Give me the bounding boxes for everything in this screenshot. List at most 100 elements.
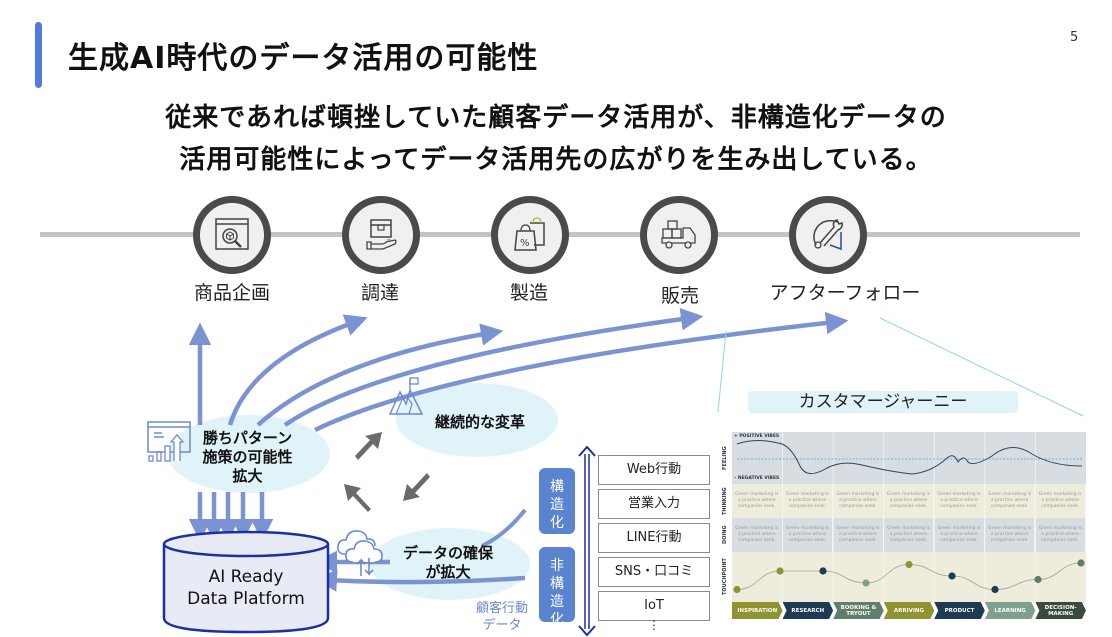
winning-pattern-line-3: 拡大 [232,467,263,485]
subtitle-line-1: 従来であれば頓挫していた顧客データ活用が、非構造化データの [165,103,947,133]
source-sales-input: 営業入力 [598,489,710,519]
unstructured-tag: 非 構 造 化 [539,547,575,628]
product-search-icon [215,218,249,250]
cycle-arrow-down-left [403,473,430,501]
phase-label: LEARNING [984,602,1036,619]
journey-cell: Green marketing is a practice where comp… [833,484,884,518]
arrow-to-platform-2 [314,569,526,592]
phase-label: ARRIVING [883,602,935,619]
customer-journey-map: FEELING THINKING DOING TOUCHPOINT + POSI… [722,432,1086,622]
double-arrow-scale [578,446,596,637]
touchpoint-dot [948,572,956,580]
platform-label: AI Ready Data Platform [156,566,336,610]
arrow-to-after-follow [314,311,849,433]
feeling-row [732,432,1086,484]
cycle-arrow-up-right [355,432,382,460]
data-acquisition-text: データの確保 が拡大 [388,544,508,582]
data-acquisition-line-1: データの確保 [402,544,493,562]
touchpoint-dot [991,585,999,594]
platform-label-line-1: AI Ready [208,567,284,587]
journey-cell: Green marketing is a practice where comp… [934,484,985,518]
delivery-truck-icon [661,220,696,249]
stage-sales [640,196,718,274]
touchpoint-dot [1034,575,1042,584]
mountain-flag-icon [388,377,424,415]
stage-label-after-follow: アフターフォロー [769,282,921,304]
winning-pattern-ellipse [168,415,330,493]
winning-pattern-text: 勝ちパターン 施策の可能性 拡大 [185,429,310,486]
platform-label-line-2: Data Platform [187,589,305,609]
source-iot: IoT [598,591,710,621]
journey-cell: Green marketing is a practice where comp… [884,518,935,552]
touchpoint-dot [733,585,741,594]
arrow-to-procurement [227,314,368,426]
journey-cell: Green marketing is a practice where comp… [884,484,935,518]
caption-line-2: データ [482,618,522,633]
feeling-curve [736,440,1083,475]
journey-cell: Green marketing is a practice where comp… [833,518,884,552]
more-sources-indicator: ⋮ [648,618,660,632]
arrow-to-sales [283,308,704,427]
source-line-behavior: LINE行動 [598,523,710,553]
stage-label-procurement: 調達 [360,282,399,304]
negative-vibes-label: – NEGATIVE VIBES [734,476,780,481]
journey-cell: Green marketing is a practice where comp… [732,518,783,552]
source-web-behavior: Web行動 [598,455,710,485]
cloud-sync-icon [337,530,383,576]
journey-cell: Green marketing is a practice where comp… [934,518,985,552]
journey-cell: Green marketing is a practice where comp… [985,484,1036,518]
structured-data-flow [481,508,527,548]
phase-label: INSPIRATION [732,602,783,619]
positive-vibes-label: + POSITIVE VIBES [734,434,780,439]
touchpoint-row [732,552,1086,602]
winning-pattern-line-1: 勝ちパターン [202,429,293,447]
stage-after-follow [789,196,867,274]
data-acquisition-ellipse [370,528,530,600]
customer-behavior-caption: 顧客行動 データ [462,600,542,634]
customer-journey-title: カスタマージャーニー [748,391,1018,413]
phase-label: PRODUCT [934,602,985,619]
stage-label-product-planning: 商品企画 [193,282,270,304]
subtitle-line-2: 活用可能性によってデータ活用先の広がりを生み出している。 [179,145,933,175]
callout-line-right [879,317,1084,417]
wrench-support-icon [813,219,843,251]
stage-label-manufacturing: 製造 [509,282,548,304]
row-label-thinking: THINKING [722,487,728,515]
journey-cell: Green marketing is a practice where comp… [783,518,834,552]
touchpoint-dot [905,560,913,569]
row-label-feeling: FEELING [722,446,728,470]
data-acquisition-line-2: が拡大 [425,563,471,581]
journey-cell: Green marketing is a practice where comp… [985,518,1036,552]
touchpoint-dot [776,567,784,575]
stage-procurement [342,196,420,274]
title-accent-bar [35,22,42,88]
callout-line-left [717,330,727,413]
phase-label: BOOKING & TRYOUT [833,602,884,619]
shopping-bag-percent-icon: % [514,217,545,251]
caption-line-1: 顧客行動 [475,601,528,616]
source-sns-reviews: SNS・口コミ [598,557,710,587]
touchpoint-dot [862,579,870,587]
cycle-arrow-up-left [344,484,371,512]
doing-row: Green marketing is a practice where comp… [732,518,1086,552]
row-label-doing: DOING [722,525,728,545]
growth-chart-icon [147,421,191,462]
continuous-change-text: 継続的な変革 [434,413,525,431]
journey-cell: Green marketing is a practice where comp… [732,484,783,518]
winning-pattern-line-2: 施策の可能性 [202,448,293,466]
touchpoint-dot [819,567,827,575]
page-number: 5 [1070,30,1079,45]
journey-cell: Green marketing is a practice where comp… [783,484,834,518]
thinking-row: Green marketing is a practice where comp… [732,484,1086,518]
journey-cell: Green marketing is a practice where comp… [1035,518,1086,552]
journey-lines [733,432,1085,602]
box-in-hand-icon [366,219,397,250]
row-label-touchpoint: TOUCHPOINT [722,558,728,596]
page-title: 生成AI時代のデータ活用の可能性 [68,41,539,76]
database-icon [162,530,330,634]
phase-label: DECISION-MAKING [1035,602,1086,619]
phase-label: RESEARCH [782,602,834,619]
structured-tag: 構 造 化 [539,468,575,534]
journey-cell: Green marketing is a practice where comp… [1035,484,1086,518]
